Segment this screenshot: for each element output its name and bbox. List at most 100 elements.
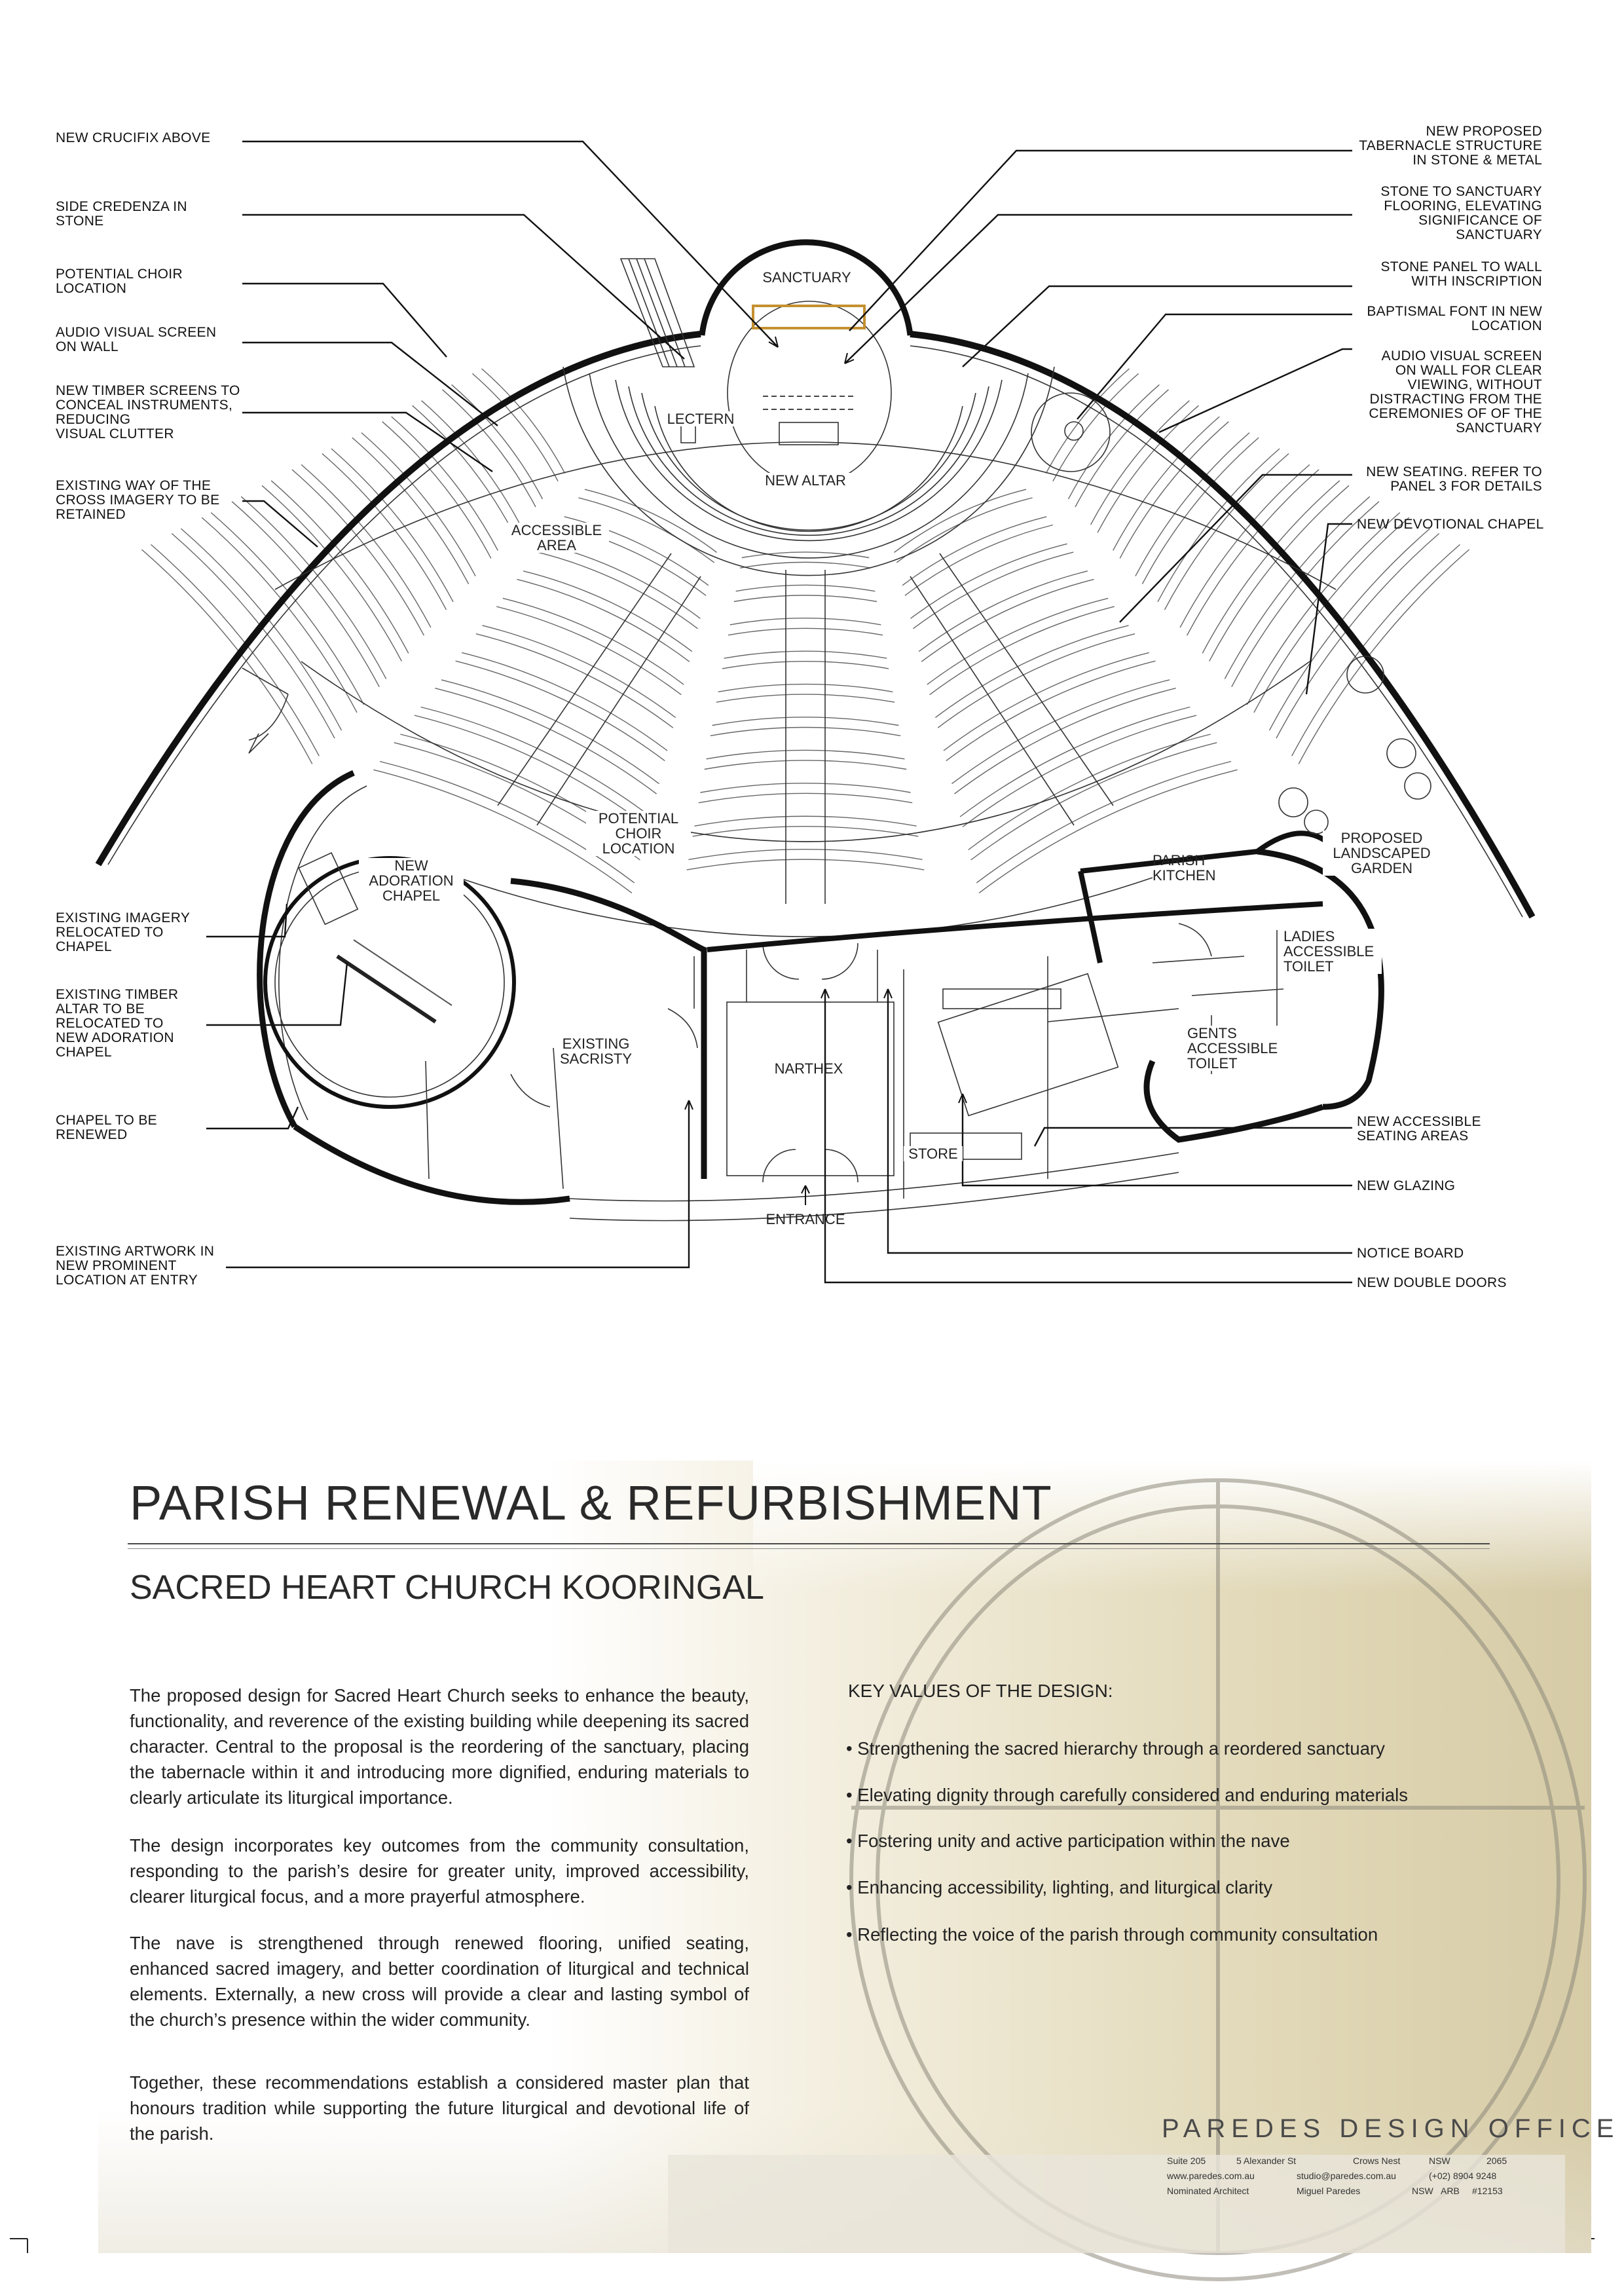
firm-phone: (+02) 8904 9248 (1429, 2171, 1497, 2181)
pew-row (455, 660, 665, 762)
pew-row (578, 497, 715, 563)
floor-plan (95, 140, 1536, 1284)
pew-row (741, 551, 870, 559)
pew-row (240, 496, 387, 679)
pew-row (1291, 544, 1460, 756)
room-potential-choir: POTENTIAL CHOIR LOCATION (586, 811, 691, 856)
pew-row (412, 405, 514, 533)
pew-row (953, 688, 1176, 794)
firm-state: NSW (1429, 2155, 1450, 2166)
pew-row (391, 416, 498, 551)
paragraph-2: The design incorporates key outcomes fro… (130, 1835, 749, 1907)
pew-row (929, 606, 1115, 696)
label-baptismal-font: BAPTISMAL FONT IN NEW LOCATION (1367, 304, 1542, 333)
paragraph-3: The nave is strengthened through renewed… (130, 1933, 749, 2030)
label-potential-choir: POTENTIAL CHOIR LOCATION (56, 267, 183, 296)
pew-row (943, 652, 1149, 751)
pew-row (1119, 421, 1229, 559)
label-timber-altar: EXISTING TIMBER ALTAR TO BE RELOCATED TO… (56, 987, 179, 1060)
pew-row (1246, 512, 1401, 705)
pew-row (451, 384, 544, 500)
firm-suite: Suite 205 (1167, 2155, 1206, 2166)
room-ladies-toilet: LADIES ACCESSIBLE TOILET (1283, 929, 1382, 974)
pew-row (1253, 517, 1410, 713)
pew-row (1157, 448, 1280, 603)
pew-row (435, 688, 657, 794)
pew-row (352, 437, 470, 585)
pew-row (692, 826, 919, 837)
pew-row (894, 489, 1027, 553)
room-lectern: LECTERN (661, 411, 740, 426)
pew-row (414, 715, 649, 828)
room-sanctuary: SANCTUARY (762, 269, 851, 286)
pew-row (210, 512, 365, 705)
pew-row (946, 660, 1156, 762)
key-value-item: • Reflecting the voice of the parish thr… (846, 1924, 1378, 1945)
label-notice-board: NOTICE BOARD (1357, 1246, 1464, 1261)
pew-row (261, 485, 402, 662)
paragraph-4: Together, these recommendations establis… (130, 2072, 749, 2144)
label-new-glazing: NEW GLAZING (1357, 1178, 1456, 1193)
pew-row (716, 694, 895, 703)
firm-architect-label: Nominated Architect (1167, 2186, 1249, 2196)
pew-row (270, 480, 409, 654)
firm-website: www.paredes.com.au (1167, 2171, 1255, 2181)
pew-row (959, 706, 1190, 817)
pew-row (180, 528, 342, 731)
pew-row (1231, 501, 1380, 688)
pew-row (962, 715, 1197, 828)
firm-postcode: 2065 (1486, 2155, 1507, 2166)
pew-row (910, 543, 1067, 619)
room-entrance: ENTRANCE (766, 1211, 845, 1227)
label-timber-screens: NEW TIMBER SCREENS TO CONCEAL INSTRUMENT… (56, 383, 240, 441)
pew-row (1090, 400, 1190, 525)
room-sacristy: EXISTING SACRISTY (559, 1036, 633, 1067)
label-av-screen-left: AUDIO VISUAL SCREEN ON WALL (56, 325, 217, 354)
pew-row (1298, 549, 1470, 764)
pew-row (1052, 373, 1139, 482)
pew-row (231, 501, 380, 688)
label-existing-artwork: EXISTING ARTWORK IN NEW PROMINENT LOCATI… (56, 1244, 215, 1288)
label-new-seating: NEW SEATING. REFER TO PANEL 3 FOR DETAIL… (1366, 464, 1542, 494)
pew-row (902, 516, 1047, 586)
pew-row (141, 549, 313, 764)
room-landscaped-garden: PROPOSED LANDSCAPED GARDEN (1323, 830, 1441, 876)
pew-row (937, 633, 1135, 728)
pew-row (904, 524, 1054, 596)
pew-row (913, 551, 1074, 629)
pew-row (442, 389, 536, 508)
pew-row (978, 769, 1238, 893)
pew-row (496, 606, 682, 696)
label-chapel-renewed: CHAPEL TO BE RENEWED (56, 1113, 157, 1142)
pew-row (698, 793, 913, 804)
pew-row (462, 652, 668, 751)
pew-row (688, 849, 923, 861)
pew-row (517, 578, 690, 662)
pew-row (1209, 485, 1350, 662)
key-value-item: • Fostering unity and active participati… (846, 1831, 1290, 1851)
room-narthex: NARTHEX (774, 1060, 843, 1077)
key-value-item: • Enhancing accessibility, lighting, and… (846, 1877, 1273, 1897)
pew-row (1224, 496, 1371, 679)
title-rule (128, 1543, 1490, 1544)
page-subtitle: SACRED HEART CHURCH KOORINGAL (130, 1569, 764, 1607)
pew-row (694, 815, 917, 827)
firm-arb-label: ARB (1441, 2186, 1460, 2196)
firm-street: 5 Alexander St (1236, 2155, 1297, 2166)
room-accessible-area: ACCESSIBLE AREA (504, 523, 609, 553)
key-values-title: KEY VALUES OF THE DESIGN: (848, 1681, 1113, 1701)
pew-row (1202, 480, 1340, 654)
room-gents-toilet: GENTS ACCESSIBLE TOILET (1187, 1026, 1285, 1071)
room-new-altar: NEW ALTAR (756, 473, 855, 488)
pew-row (1067, 384, 1160, 500)
pew-row (1141, 437, 1259, 585)
pew-row (1113, 416, 1220, 551)
pew-row (718, 683, 893, 692)
pew-row (710, 726, 901, 736)
pew-row (927, 597, 1109, 685)
pew-row (382, 421, 492, 559)
key-value-item: • Strengthening the sacred hierarchy thr… (846, 1738, 1385, 1759)
pew-row (475, 633, 674, 728)
pew-row (700, 783, 911, 793)
pew-row (739, 561, 872, 569)
